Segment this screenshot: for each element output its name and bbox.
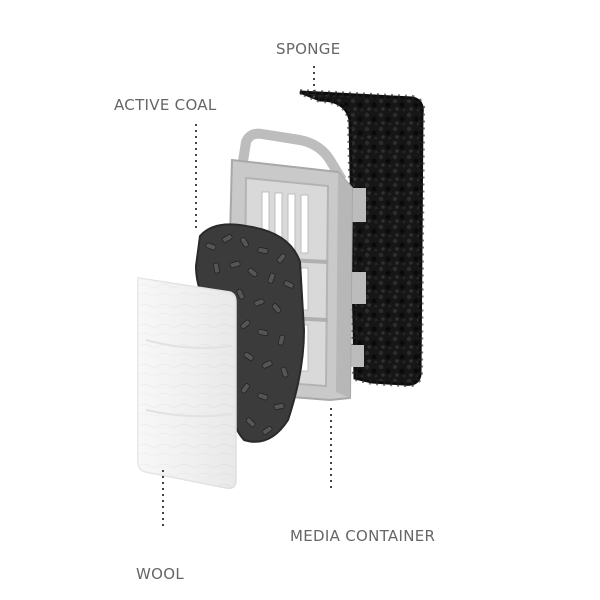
active-coal-label: ACTIVE COAL: [114, 96, 217, 114]
media-container-label: MEDIA CONTAINER: [290, 527, 436, 545]
wool-label: WOOL: [136, 565, 185, 583]
sponge-illustration: [298, 89, 426, 388]
sponge-label: SPONGE: [276, 40, 341, 58]
wool-illustration: [137, 277, 237, 490]
